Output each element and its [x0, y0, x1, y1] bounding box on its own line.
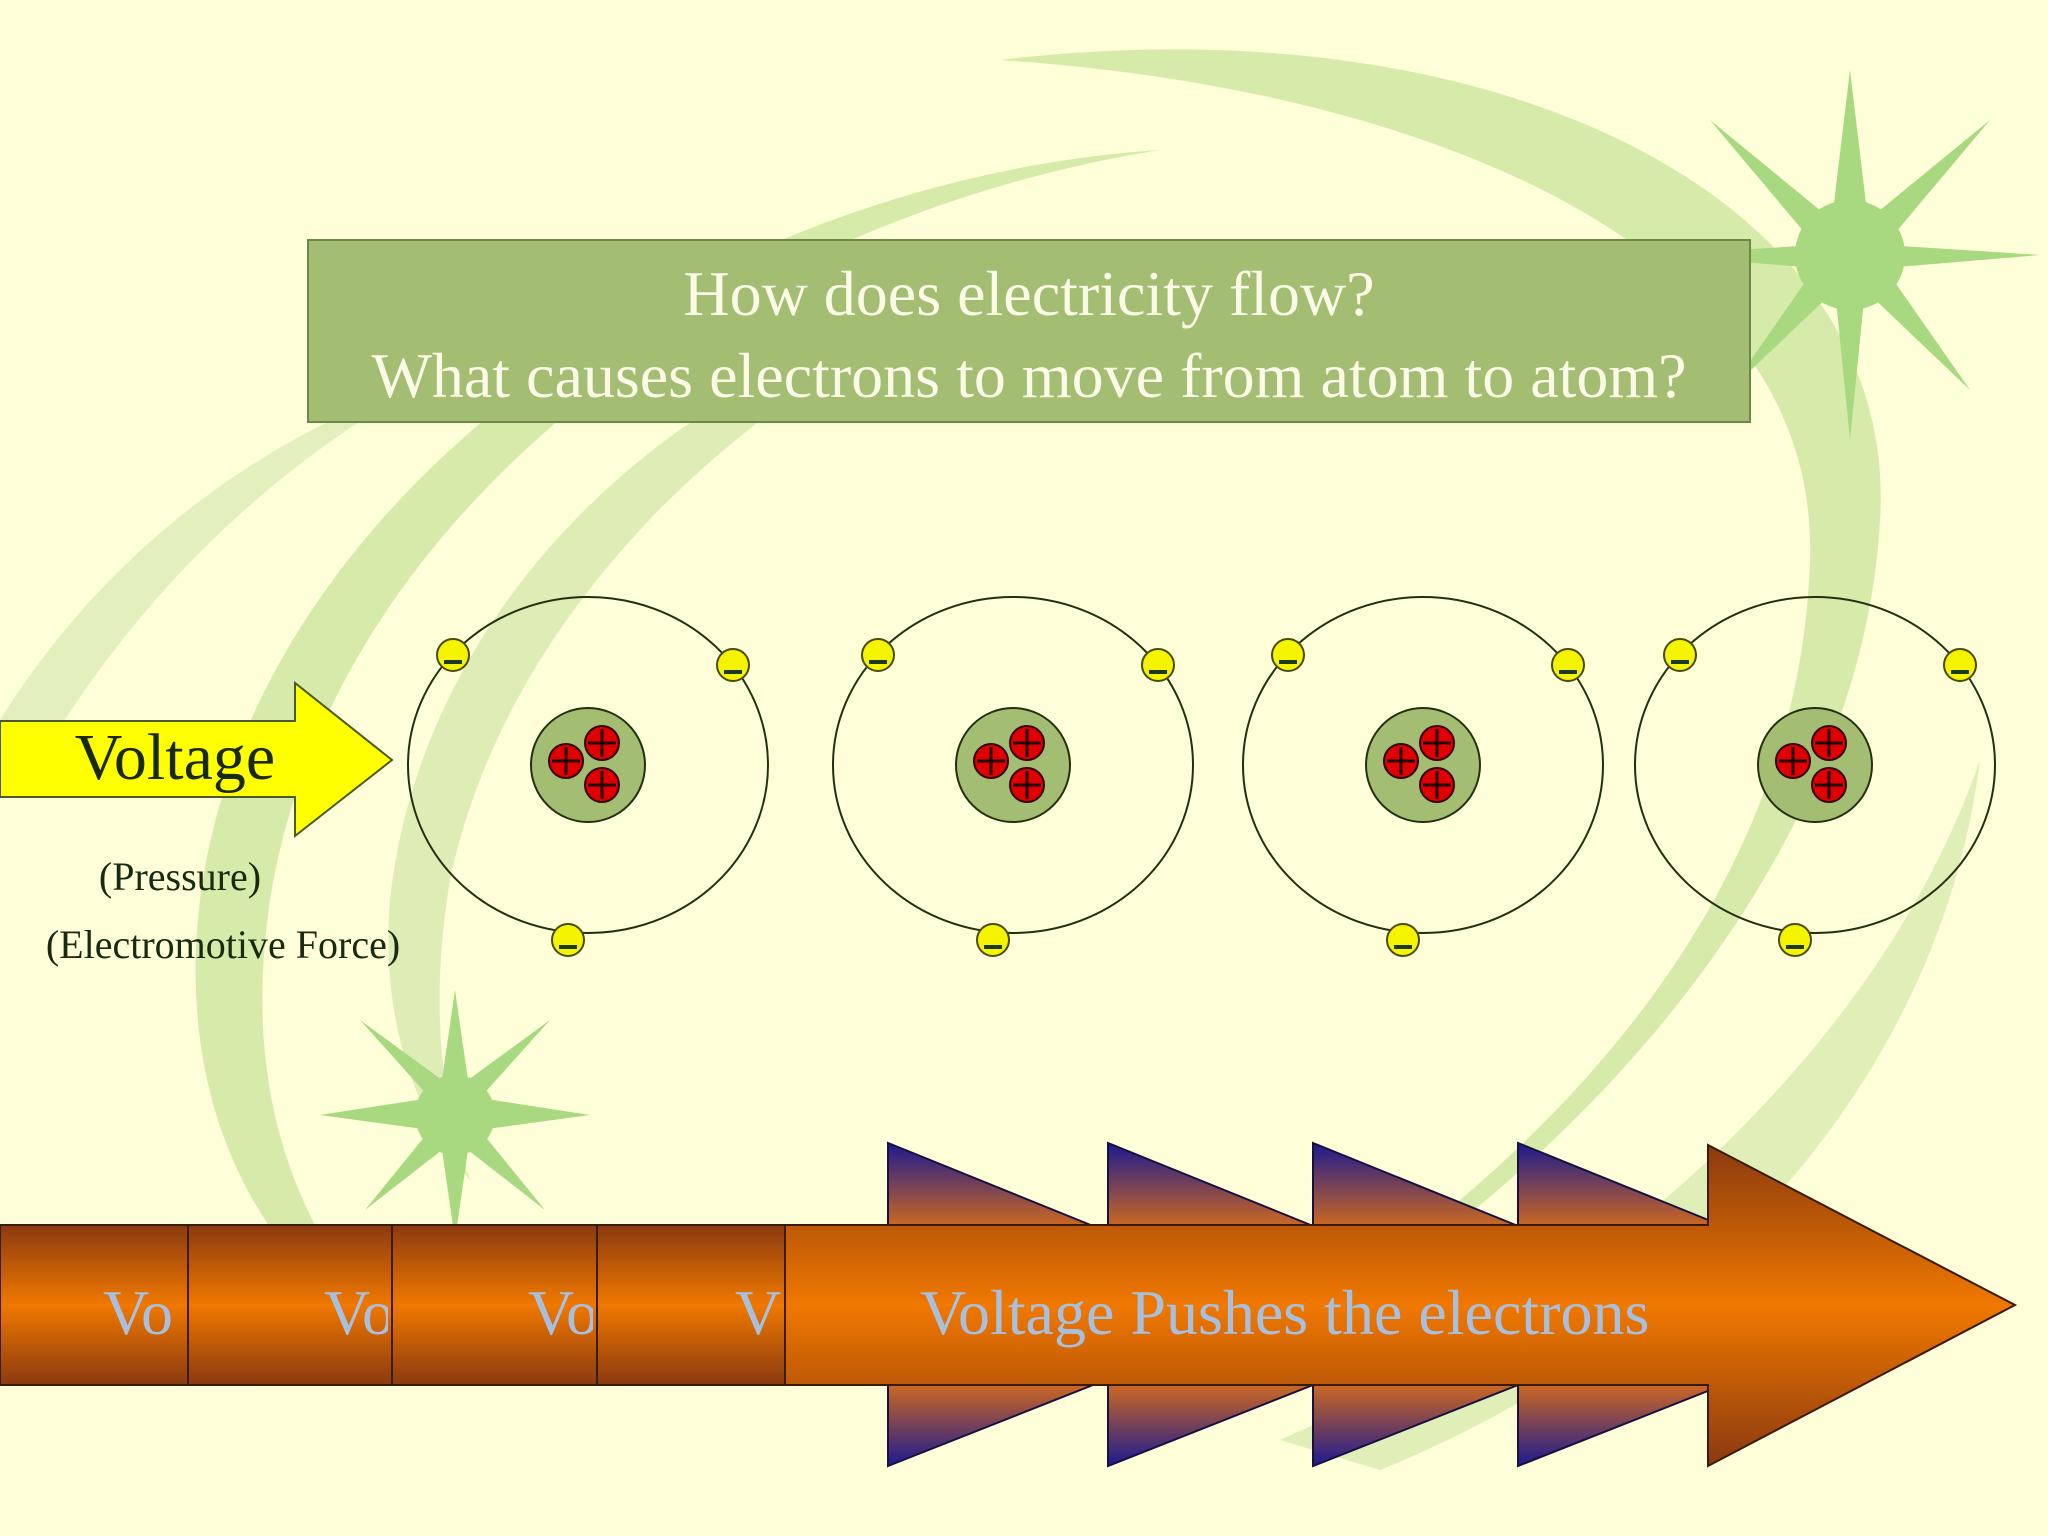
- electron: [1386, 923, 1420, 957]
- segment-label-2: Vo: [324, 1277, 388, 1348]
- electron: [861, 638, 895, 672]
- question-line-2: What causes electrons to move from atom …: [371, 340, 1687, 411]
- star-top-right: [1660, 70, 2040, 440]
- electron: [1551, 648, 1585, 682]
- proton: [1419, 767, 1455, 803]
- chevron-bottom: [887, 1382, 1099, 1468]
- electron: [1943, 648, 1977, 682]
- orbit: [1242, 596, 1604, 934]
- chevron-top: [887, 1141, 1099, 1229]
- question-box: How does electricity flow? What causes e…: [307, 239, 1751, 423]
- electron: [436, 638, 470, 672]
- proton: [1009, 767, 1045, 803]
- electron: [1141, 648, 1175, 682]
- electron: [1271, 638, 1305, 672]
- proton: [1811, 725, 1847, 761]
- proton: [1775, 743, 1811, 779]
- atom: [832, 596, 1194, 957]
- arrow-segment-2: [187, 1224, 393, 1386]
- nucleus: [1757, 707, 1873, 823]
- proton: [1383, 743, 1419, 779]
- chevron-bottom: [1312, 1382, 1524, 1468]
- nucleus: [1365, 707, 1481, 823]
- electron: [716, 648, 750, 682]
- main-arrow-label: Voltage Pushes the electrons: [920, 1277, 1650, 1348]
- proton: [973, 743, 1009, 779]
- atom: [1242, 596, 1604, 957]
- emf-label: (Electromotive Force): [45, 922, 401, 967]
- segment-label-1: Vo: [103, 1277, 173, 1348]
- question-line-1: How does electricity flow?: [683, 258, 1375, 329]
- electron: [1778, 923, 1812, 957]
- proton: [584, 725, 620, 761]
- star-bottom-left: [320, 990, 590, 1240]
- segment-label-3: Vo: [528, 1277, 593, 1348]
- voltage-arrow: [0, 680, 394, 839]
- atom: [407, 596, 769, 957]
- orbit: [1634, 596, 1996, 934]
- electron: [551, 923, 585, 957]
- atom: [1634, 596, 1996, 957]
- segment-label-4: V: [735, 1277, 782, 1348]
- arrow-segment-4: [596, 1224, 786, 1386]
- electron: [976, 923, 1010, 957]
- nucleus: [530, 707, 646, 823]
- orbit: [407, 596, 769, 934]
- chevron-bottom: [1107, 1382, 1319, 1468]
- proton: [1811, 767, 1847, 803]
- voltage-label: Voltage: [74, 721, 276, 794]
- electron: [1663, 638, 1697, 672]
- chevron-top: [1517, 1141, 1729, 1229]
- bottom-arrow: [0, 1143, 2018, 1468]
- arrow-segment-1: [0, 1224, 189, 1386]
- orbit: [832, 596, 1194, 934]
- proton: [584, 767, 620, 803]
- atoms: [407, 596, 1996, 957]
- chevron-bottom: [1517, 1382, 1729, 1468]
- proton: [548, 743, 584, 779]
- pressure-label: (Pressure): [98, 854, 262, 899]
- proton: [1009, 725, 1045, 761]
- proton: [1419, 725, 1455, 761]
- arrow-main-body: [784, 1143, 2018, 1468]
- chevron-top: [1107, 1141, 1319, 1229]
- nucleus: [955, 707, 1071, 823]
- chevron-top: [1312, 1141, 1524, 1229]
